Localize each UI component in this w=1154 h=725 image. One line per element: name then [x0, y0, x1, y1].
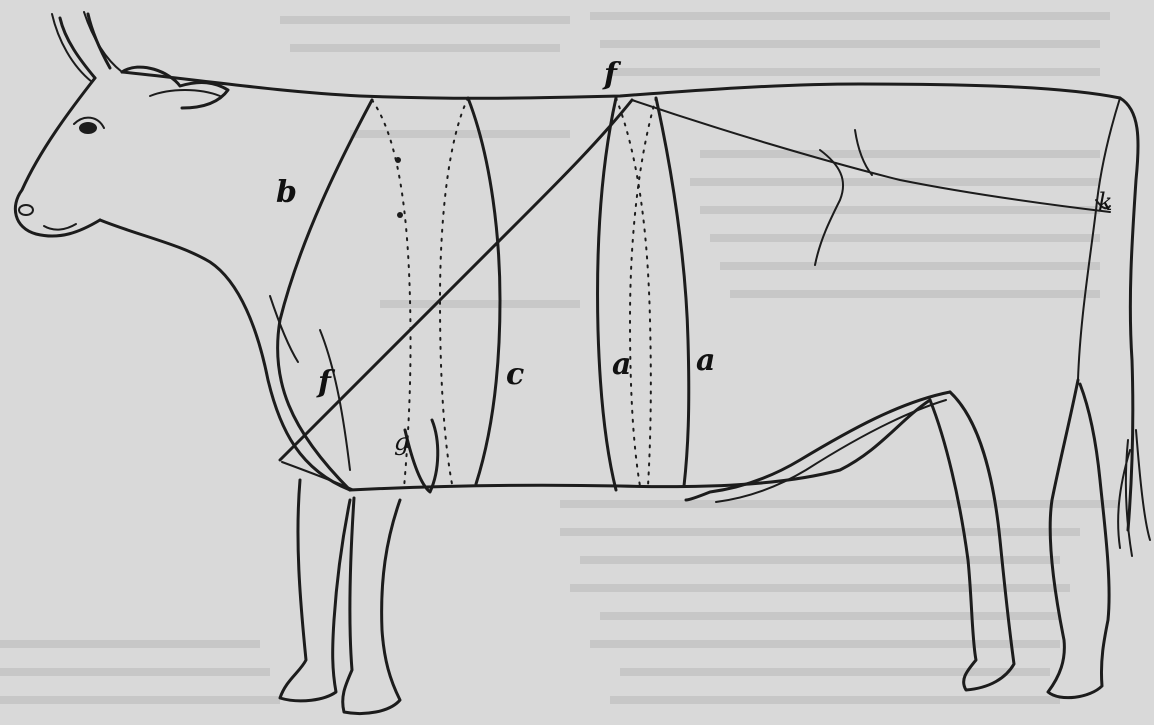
front-legs	[270, 296, 438, 714]
label-g: g	[394, 428, 409, 456]
horns	[52, 12, 122, 82]
label-b: b	[276, 175, 297, 210]
cow-eye-icon	[79, 122, 97, 134]
label-a-outer: a	[696, 343, 715, 378]
cow-nostril-icon	[19, 205, 33, 215]
head	[15, 67, 228, 236]
label-c: c	[506, 357, 524, 392]
belly-cylinder	[598, 98, 689, 490]
background-text-bleed	[0, 12, 1120, 704]
label-a-inner: a	[612, 347, 631, 382]
label-k: k	[1098, 188, 1113, 216]
